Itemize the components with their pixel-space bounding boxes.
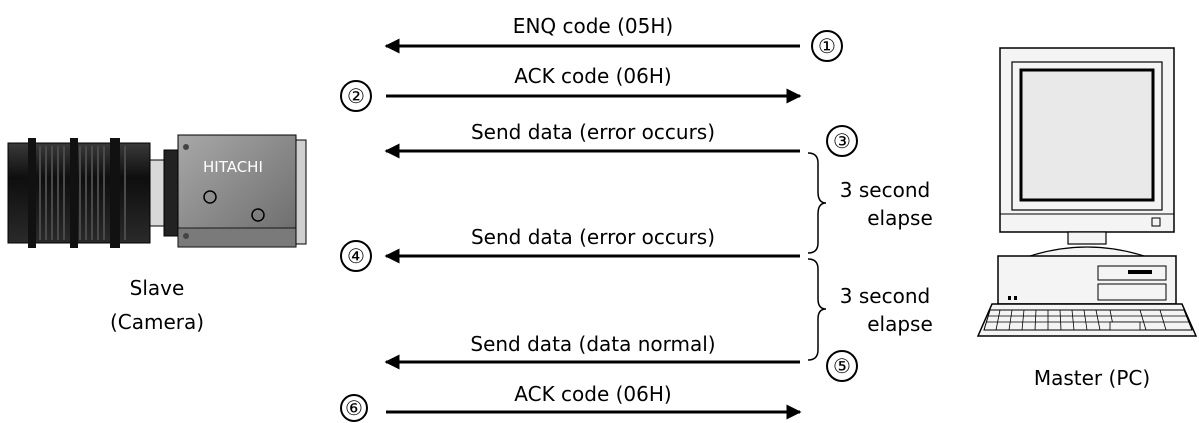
step-3-number: ③	[826, 125, 858, 157]
step-4-message: Send data (error occurs)	[470, 225, 716, 249]
step-6-message: ACK code (06H)	[514, 382, 672, 406]
step-1-message: ENQ code (05H)	[512, 14, 674, 38]
camera-icon	[7, 134, 307, 248]
slave-label: Slave	[129, 276, 185, 300]
step-3-message: Send data (error occurs)	[470, 120, 716, 144]
step-5-message: Send data (data normal)	[470, 332, 716, 356]
step-2-message: ACK code (06H)	[514, 64, 672, 88]
camera-brand-label: HITACHI	[203, 158, 263, 176]
interval-brace-1	[807, 152, 827, 254]
interval-1-line2: elapse	[867, 206, 933, 230]
interval-1-line1: 3 second	[839, 178, 931, 202]
interval-2-line2: elapse	[867, 312, 933, 336]
step-6-number: ⑥	[340, 394, 368, 422]
interval-brace-2	[807, 258, 827, 361]
step-4-number: ④	[340, 240, 372, 272]
step-5-number: ⑤	[826, 350, 858, 382]
step-1-number: ①	[811, 30, 843, 62]
computer-icon	[976, 47, 1198, 337]
master-label: Master (PC)	[1033, 366, 1151, 390]
slave-sublabel: (Camera)	[109, 310, 205, 334]
interval-2-line1: 3 second	[839, 284, 931, 308]
step-2-number: ②	[340, 80, 372, 112]
